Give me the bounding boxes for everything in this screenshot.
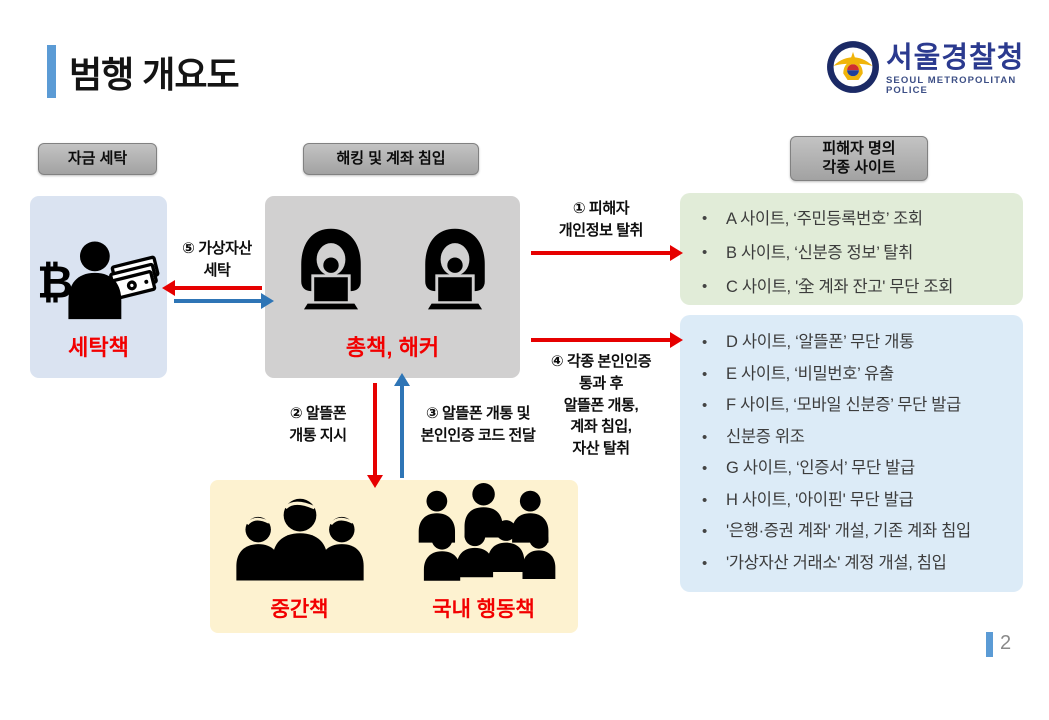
page-number: 2 (1000, 632, 1012, 654)
title-accent-bar (47, 45, 56, 98)
list-item: B 사이트, ‘신분증 정보’ 탈취 (686, 236, 1013, 270)
page-title: 범행 개요도 (69, 54, 240, 95)
hooded-hacker-icon (407, 223, 503, 324)
list-item: D 사이트, ‘알뜰폰’ 무단 개통 (686, 327, 1013, 359)
logo-korean-name: 서울경찰청 (886, 42, 1025, 74)
hacker-icons-row (283, 223, 503, 324)
logo-english-name: SEOUL METROPOLITAN POLICE (886, 75, 1017, 96)
svg-text:₿: ₿ (37, 257, 73, 309)
hooded-hacker-icon (283, 223, 379, 324)
node-domestic-team: 중간책 국내 행동책 (210, 480, 578, 633)
logo-text-block: 서울경찰청 SEOUL METROPOLITAN POLICE (886, 44, 1049, 95)
list-item: '은행·증권 계좌' 개설, 기존 계좌 침입 (686, 516, 1013, 548)
arrow-step1-right (531, 245, 683, 261)
flow-label-step3: ③ 알뜰폰 개통 및 본인인증 코드 전달 (420, 405, 536, 444)
list-item: 신분증 위조 (686, 422, 1013, 454)
list-item: E 사이트, ‘비밀번호’ 유출 (686, 359, 1013, 391)
arrow-step3-up (394, 373, 410, 478)
arrow-laundering-blue-right (174, 293, 274, 309)
people-group-icon (404, 482, 564, 591)
list-item: '가상자산 거래소' 계정 개설, 침입 (686, 548, 1013, 580)
police-logo: 서울경찰청 SEOUL METROPOLITAN POLICE (826, 40, 1049, 99)
flow-label-step5: ⑤ 가상자산 세탁 (182, 240, 252, 279)
page-number-accent-bar (986, 632, 993, 657)
list-item: A 사이트, ‘주민등록번호’ 조회 (686, 202, 1013, 236)
arrow-step2-down (367, 383, 383, 488)
section-label-money-laundering: 자금 세탁 (38, 143, 157, 175)
launderer-label: 세탁책 (68, 335, 129, 360)
operatives-label: 국내 행동책 (432, 598, 535, 621)
bitcoin-cash-person-icon: ₿ (37, 229, 161, 330)
site-list-green: A 사이트, ‘주민등록번호’ 조회 B 사이트, ‘신분증 정보’ 탈취 C … (686, 202, 1013, 304)
section-label-victim-sites: 피해자 명의 각종 사이트 (790, 136, 928, 181)
node-money-launderer: ₿ 세탁책 (30, 196, 167, 378)
list-item: H 사이트, '아이핀' 무단 발급 (686, 485, 1013, 517)
operatives-group: 국내 행동책 (404, 482, 564, 633)
victim-sites-list-1: A 사이트, ‘주민등록번호’ 조회 B 사이트, ‘신분증 정보’ 탈취 C … (680, 193, 1023, 305)
middleman-group: 중간책 (225, 486, 375, 633)
list-item: C 사이트, '全 계좌 잔고' 무단 조회 (686, 270, 1013, 304)
flow-label-step1: ① 피해자 개인정보 탈취 (558, 200, 644, 239)
hacker-label: 총책, 해커 (345, 335, 440, 360)
node-boss-hacker: 총책, 해커 (265, 196, 520, 378)
flow-label-step4: ④ 각종 본인인증 통과 후 알뜰폰 개통, 계좌 침입, 자산 탈취 (550, 353, 652, 457)
flow-label-step2: ② 알뜰폰 개통 지시 (289, 405, 347, 444)
arrow-step4-right (531, 332, 683, 348)
site-list-blue: D 사이트, ‘알뜰폰’ 무단 개통 E 사이트, ‘비밀번호’ 유출 F 사이… (686, 327, 1013, 579)
section-label-hacking: 해킹 및 계좌 침입 (303, 143, 479, 175)
victim-sites-list-2: D 사이트, ‘알뜰폰’ 무단 개통 E 사이트, ‘비밀번호’ 유출 F 사이… (680, 315, 1023, 592)
people-group-icon (225, 486, 375, 591)
police-emblem-icon (826, 40, 880, 99)
list-item: G 사이트, ‘인증서’ 무단 발급 (686, 453, 1013, 485)
arrow-laundering-red-left (162, 280, 262, 296)
middleman-label: 중간책 (270, 598, 329, 621)
list-item: F 사이트, ‘모바일 신분증’ 무단 발급 (686, 390, 1013, 422)
